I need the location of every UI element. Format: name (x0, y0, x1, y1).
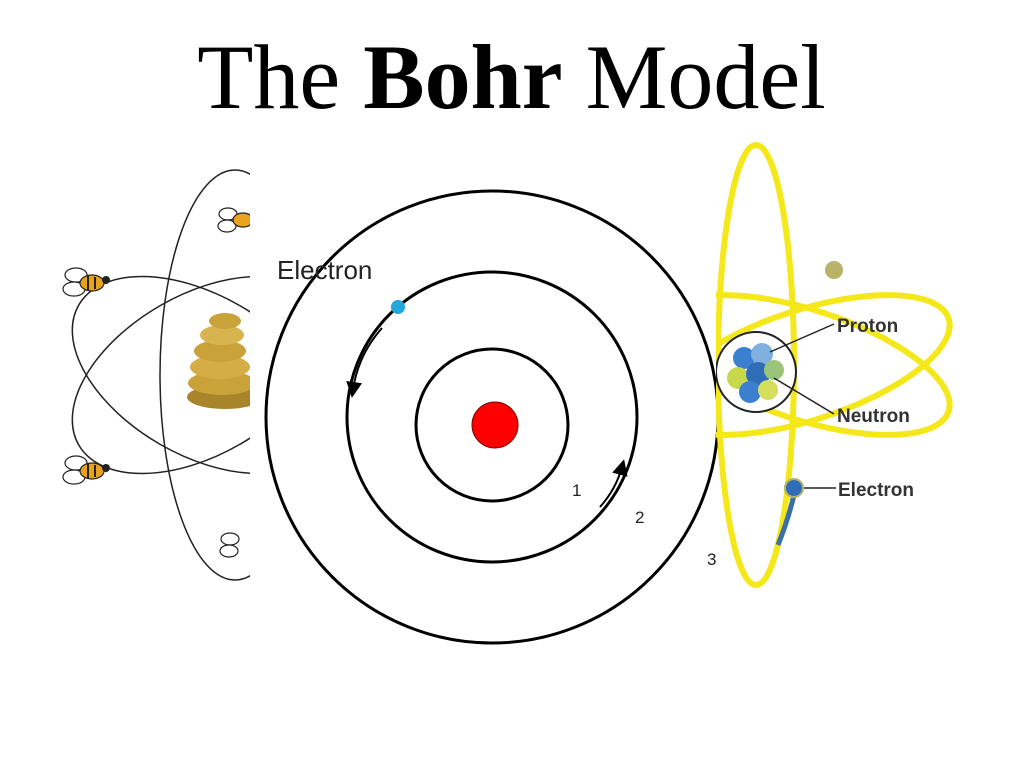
atom-orbit-2 (716, 292, 953, 438)
beehive-orbit-3 (159, 169, 250, 581)
orbit-label-3: 3 (707, 550, 716, 569)
proton-leader (769, 323, 835, 353)
bee-icon (62, 455, 110, 485)
page-title: The Bohr Model (0, 22, 1023, 132)
atom-electron-label: Electron (838, 480, 914, 501)
bee-icon (219, 532, 240, 558)
neutron-label: Neutron (837, 406, 910, 427)
proton-label: Proton (837, 316, 898, 337)
bee-icon (62, 267, 110, 297)
electron (391, 300, 405, 314)
orbit-1 (414, 347, 570, 503)
atom-orbit-1 (716, 292, 953, 438)
orbit-arrow-right (599, 459, 628, 508)
atom-nucleus (727, 343, 784, 403)
nucleus (471, 401, 519, 449)
beehive-orbit-1 (71, 275, 250, 475)
electron-label: Electron (277, 255, 372, 285)
orbit-2 (345, 270, 639, 564)
title-bohr: Bohr (363, 26, 563, 128)
orbit-label-1: 1 (572, 481, 581, 500)
beehive-icon (187, 313, 250, 409)
bohr-diagram: Electron 1 2 3 (260, 185, 725, 650)
beehive-atom-illustration (50, 165, 250, 585)
atom-illustration: Proton Neutron Electron (716, 140, 956, 590)
bee-icon (217, 207, 250, 233)
orbit-label-2: 2 (635, 508, 644, 527)
atom-electron-top (825, 261, 843, 279)
beehive-orbit-2 (71, 275, 250, 475)
neutron-leader (773, 377, 835, 415)
orbit-arrow-left (346, 327, 383, 398)
title-the: The (197, 26, 364, 128)
atom-electron-bottom (784, 478, 804, 498)
electron-trail (775, 494, 797, 546)
title-model: Model (562, 26, 826, 128)
